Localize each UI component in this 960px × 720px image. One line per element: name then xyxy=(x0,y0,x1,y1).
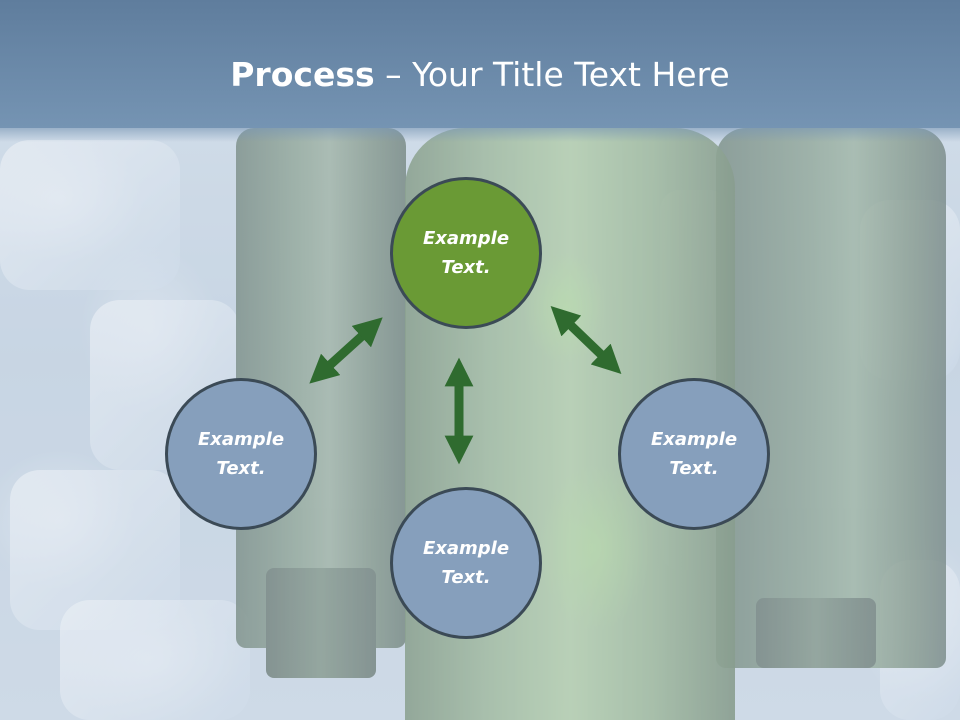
arrow-top-left xyxy=(309,317,383,384)
process-node-bottom[interactable]: Example Text. xyxy=(390,487,542,639)
node-left-line2: Text. xyxy=(216,458,266,479)
node-bottom-label: Example Text. xyxy=(406,534,526,592)
title-rest: – Your Title Text Here xyxy=(374,55,730,94)
node-left-label: Example Text. xyxy=(181,425,301,483)
title-bold: Process xyxy=(230,55,375,94)
process-node-top[interactable]: Example Text. xyxy=(390,177,542,329)
node-bottom-line1: Example xyxy=(422,538,510,559)
ice-cube xyxy=(60,600,250,720)
arrow-top-right xyxy=(550,306,622,374)
title-bar: Process – Your Title Text Here xyxy=(0,0,960,142)
node-right-line1: Example xyxy=(650,429,738,450)
node-right-line2: Text. xyxy=(669,458,719,479)
node-bottom-line2: Text. xyxy=(441,567,491,588)
node-top-line2: Text. xyxy=(441,257,491,278)
ice-cube xyxy=(0,140,180,290)
node-left-line1: Example xyxy=(197,429,285,450)
node-top-label: Example Text. xyxy=(406,224,526,282)
node-top-line1: Example xyxy=(422,228,510,249)
node-right-label: Example Text. xyxy=(634,425,754,483)
process-node-left[interactable]: Example Text. xyxy=(165,378,317,530)
slide-title[interactable]: Process – Your Title Text Here xyxy=(0,52,960,98)
bottle-right xyxy=(716,128,946,668)
process-node-right[interactable]: Example Text. xyxy=(618,378,770,530)
